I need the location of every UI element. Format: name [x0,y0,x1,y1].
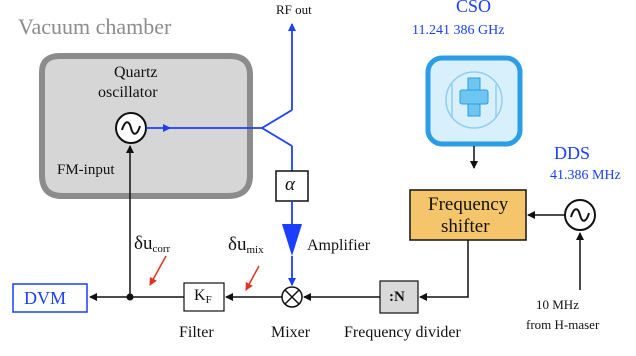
triangle-amplifier-icon [282,224,302,256]
alpha-label: α [285,174,295,195]
du-corr-sub: corr [152,243,171,255]
frequency-shifter-box [409,189,527,241]
frequency-divider-label: Frequency divider [344,324,461,341]
cso-frequency: 11.241 386 GHz [412,23,505,38]
du-mix-main: δu [228,234,247,255]
frequency-shifter-label-1: Frequency [428,194,509,215]
dvm-label: DVM [24,288,67,308]
ref-hmaser-label: from H-maser [526,317,600,332]
amplifier-label: Amplifier [307,237,371,254]
rf-signal-path [146,23,296,171]
cso-resonator [425,55,523,147]
oscillator-label: oscillator [98,84,158,101]
kf-main: K [194,287,206,304]
dvm-box [12,283,88,313]
filter-box [183,282,225,312]
sine-wave-icon [121,121,141,135]
du-mix-indicator-arrow [245,265,260,291]
kf-label: KF [194,288,212,306]
mixer-cross-icon [284,289,300,305]
alpha-attenuator-box [275,170,309,202]
cso-title: CSO [456,0,492,16]
mixer-label: Mixer [271,324,311,341]
amplifier-path [282,201,302,286]
frequency-divider-box [379,280,419,314]
sapphire-resonator-icon [445,71,503,129]
dds-title: DDS [554,143,591,163]
du-corr-main: δu [134,233,153,254]
rf-out-label: RF out [276,2,312,17]
sine-wave-icon [570,208,590,222]
shifter-to-divider-line [419,240,469,301]
du-mix-label: δumix [228,235,264,256]
filter-label: Filter [179,324,214,341]
divider-box-label: :N [389,289,405,305]
fm-input-label: FM-input [57,162,115,178]
ref-10mhz-label: 10 MHz [536,297,579,312]
du-corr-label: δucorr [134,234,170,255]
kf-sub: F [205,294,212,306]
du-corr-indicator-arrow [149,255,167,286]
dds-frequency: 41.386 MHz [550,168,621,183]
frequency-shifter-label-2: shifter [441,216,490,237]
du-mix-sub: mix [246,244,264,256]
dds-source [564,199,596,231]
quartz-oscillator [115,112,147,144]
quartz-label: Quartz [114,64,158,81]
vacuum-chamber-label: Vacuum chamber [18,14,172,39]
mixer [281,286,303,308]
